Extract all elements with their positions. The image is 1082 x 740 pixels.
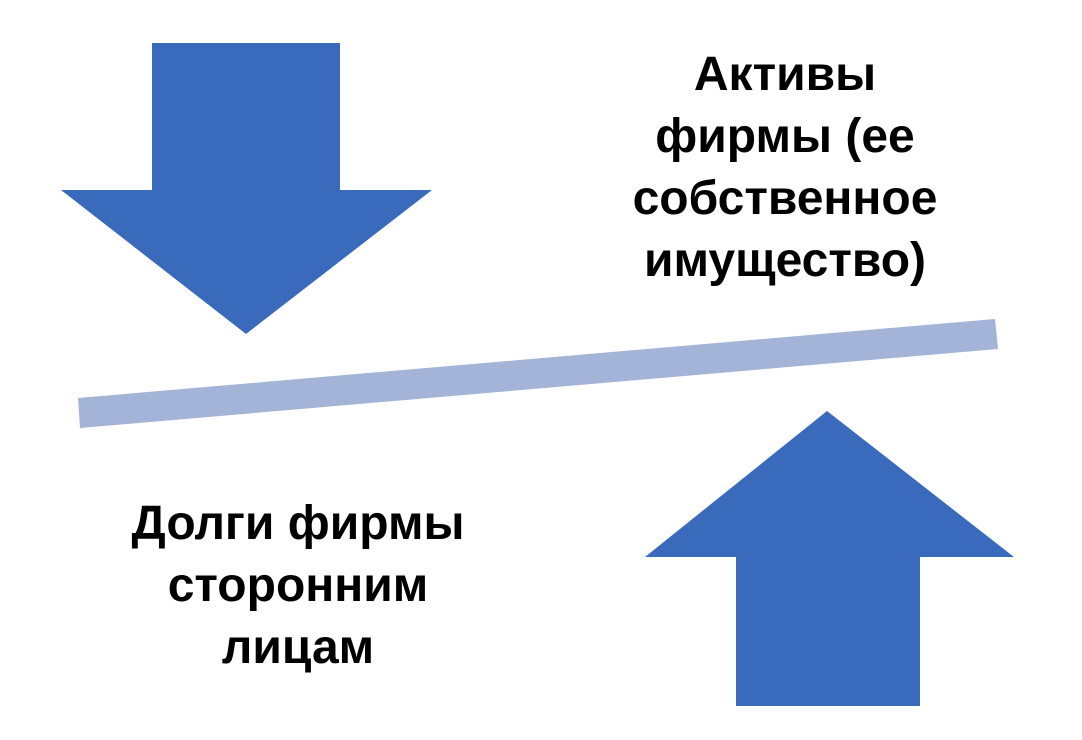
debts-label: Долги фирмы сторонним лицам xyxy=(98,493,498,679)
assets-label-line: Активы xyxy=(693,48,877,101)
assets-label-line: фирмы (ее xyxy=(655,110,915,163)
assets-label-line: имущество) xyxy=(643,234,927,287)
balance-beam xyxy=(78,319,998,428)
assets-label: Активы фирмы (ее собственное имущество) xyxy=(595,44,975,292)
debts-label-line: Долги фирмы xyxy=(131,497,465,550)
assets-label-line: собственное xyxy=(632,172,938,225)
up-arrow-icon xyxy=(645,411,1014,706)
down-arrow-icon xyxy=(61,43,432,334)
debts-label-line: лицам xyxy=(221,621,375,674)
debts-label-line: сторонним xyxy=(167,559,429,612)
